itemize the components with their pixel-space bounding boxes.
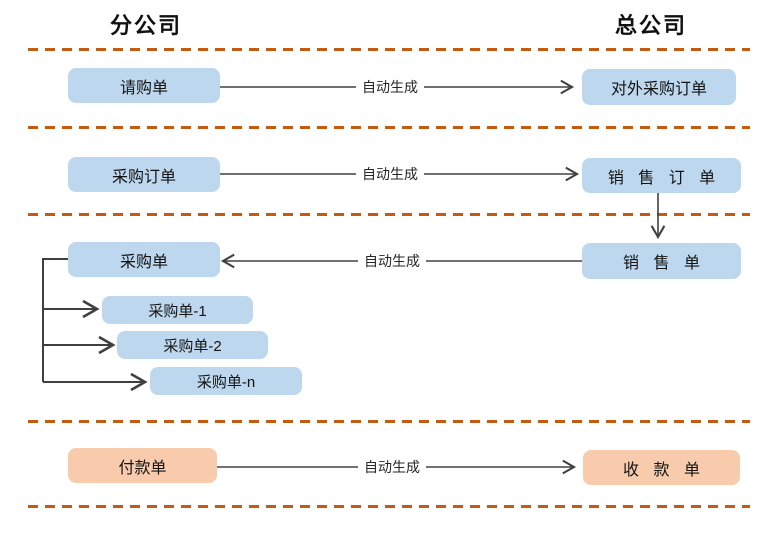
section-divider	[28, 505, 750, 508]
node-purchase-doc: 采购单	[68, 242, 220, 277]
branch-tree-line	[42, 258, 68, 382]
section-divider	[28, 420, 750, 423]
node-purchase-doc-1: 采购单-1	[102, 296, 253, 324]
section-divider	[28, 126, 750, 129]
section-divider	[28, 213, 750, 216]
column-header-branch: 分公司	[109, 13, 183, 38]
connector-label: 自动生成	[356, 77, 424, 97]
connector-label: 自动生成	[358, 457, 426, 477]
node-purchase-request: 请购单	[68, 68, 220, 103]
connector-label: 自动生成	[358, 251, 426, 271]
node-purchase-doc-2: 采购单-2	[117, 331, 268, 359]
node-external-purchase-order: 对外采购订单	[582, 69, 736, 105]
node-sales-doc: 销 售 单	[582, 243, 741, 279]
node-payment-doc: 付款单	[68, 448, 217, 483]
section-divider	[28, 48, 750, 51]
column-header-headquarters: 总公司	[614, 13, 688, 38]
node-purchase-order: 采购订单	[68, 157, 220, 192]
connector-label: 自动生成	[356, 164, 424, 184]
node-sales-order: 销 售 订 单	[582, 158, 741, 193]
node-purchase-doc-n: 采购单-n	[150, 367, 302, 395]
node-receipt-doc: 收 款 单	[583, 450, 740, 485]
